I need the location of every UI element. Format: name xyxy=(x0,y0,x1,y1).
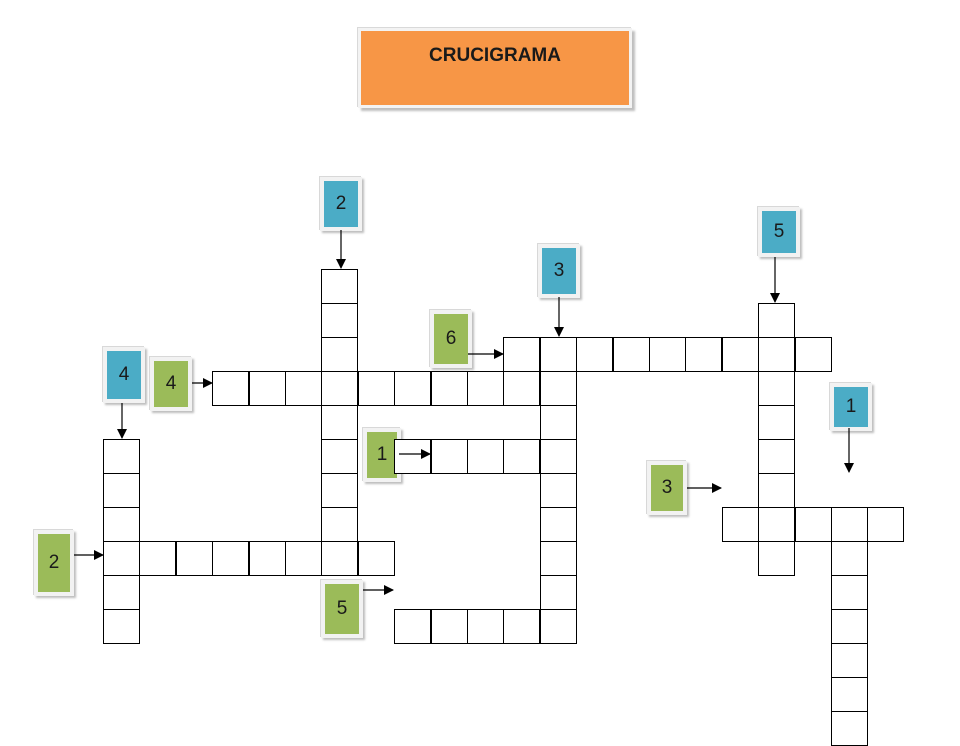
grid-cell[interactable] xyxy=(831,643,868,678)
grid-cell[interactable] xyxy=(794,337,832,372)
grid-cell[interactable] xyxy=(285,541,322,576)
grid-cell[interactable] xyxy=(103,609,140,644)
grid-cell[interactable] xyxy=(175,541,213,576)
grid-cell[interactable] xyxy=(430,371,468,406)
grid-cell[interactable] xyxy=(758,303,796,338)
grid-cell[interactable] xyxy=(831,541,868,576)
grid-cell[interactable] xyxy=(721,337,759,372)
grid-cell[interactable] xyxy=(539,337,577,372)
grid-cell[interactable] xyxy=(103,507,140,542)
grid-cell[interactable] xyxy=(394,371,432,406)
grid-cell[interactable] xyxy=(503,439,541,474)
grid-cell[interactable] xyxy=(685,337,723,372)
clue-arrows xyxy=(74,230,854,595)
page-title: CRUCIGRAMA xyxy=(429,45,561,66)
grid-cell[interactable] xyxy=(321,269,359,304)
grid-cell[interactable] xyxy=(103,575,140,610)
grid-cell[interactable] xyxy=(539,575,577,610)
grid-cell[interactable] xyxy=(758,541,796,576)
clue-badge-vertical-2: 2 xyxy=(320,177,362,231)
grid-cell[interactable] xyxy=(321,439,359,474)
grid-cell[interactable] xyxy=(467,439,504,474)
grid-cell[interactable] xyxy=(467,371,504,406)
grid-cell[interactable] xyxy=(612,337,650,372)
clue-badge-horizontal-6: 6 xyxy=(430,310,472,368)
grid-cell[interactable] xyxy=(867,507,905,542)
clue-badge-horizontal-5: 5 xyxy=(321,580,363,638)
clue-badge-horizontal-3: 3 xyxy=(647,461,687,515)
grid-cell[interactable] xyxy=(139,541,177,576)
grid-cell[interactable] xyxy=(758,473,796,508)
title-banner: CRUCIGRAMA xyxy=(358,28,632,108)
grid-cell[interactable] xyxy=(721,507,759,542)
clue-badge-vertical-1: 1 xyxy=(830,383,872,431)
grid-cell[interactable] xyxy=(539,405,577,440)
grid-cell[interactable] xyxy=(758,371,796,406)
grid-cell[interactable] xyxy=(758,405,796,440)
grid-cell[interactable] xyxy=(321,473,359,508)
grid-cell[interactable] xyxy=(831,609,868,644)
grid-cell[interactable] xyxy=(831,575,868,610)
grid-cell[interactable] xyxy=(248,371,286,406)
clue-badge-horizontal-4: 4 xyxy=(150,357,192,411)
grid-cell[interactable] xyxy=(831,507,868,542)
grid-cell[interactable] xyxy=(321,337,359,372)
grid-cell[interactable] xyxy=(576,337,614,372)
grid-cell[interactable] xyxy=(430,439,468,474)
clue-badge-vertical-4: 4 xyxy=(103,347,145,403)
grid-cell[interactable] xyxy=(539,609,577,644)
grid-cell[interactable] xyxy=(321,507,359,542)
grid-cell[interactable] xyxy=(357,541,395,576)
clue-badge-horizontal-2: 2 xyxy=(34,530,74,596)
grid-cell[interactable] xyxy=(212,541,250,576)
clue-badge-vertical-3: 3 xyxy=(538,244,580,298)
grid-cell[interactable] xyxy=(103,439,140,474)
grid-cell[interactable] xyxy=(539,541,577,576)
grid-cell[interactable] xyxy=(357,371,395,406)
clue-badge-vertical-5: 5 xyxy=(758,207,800,257)
grid-cell[interactable] xyxy=(794,507,832,542)
